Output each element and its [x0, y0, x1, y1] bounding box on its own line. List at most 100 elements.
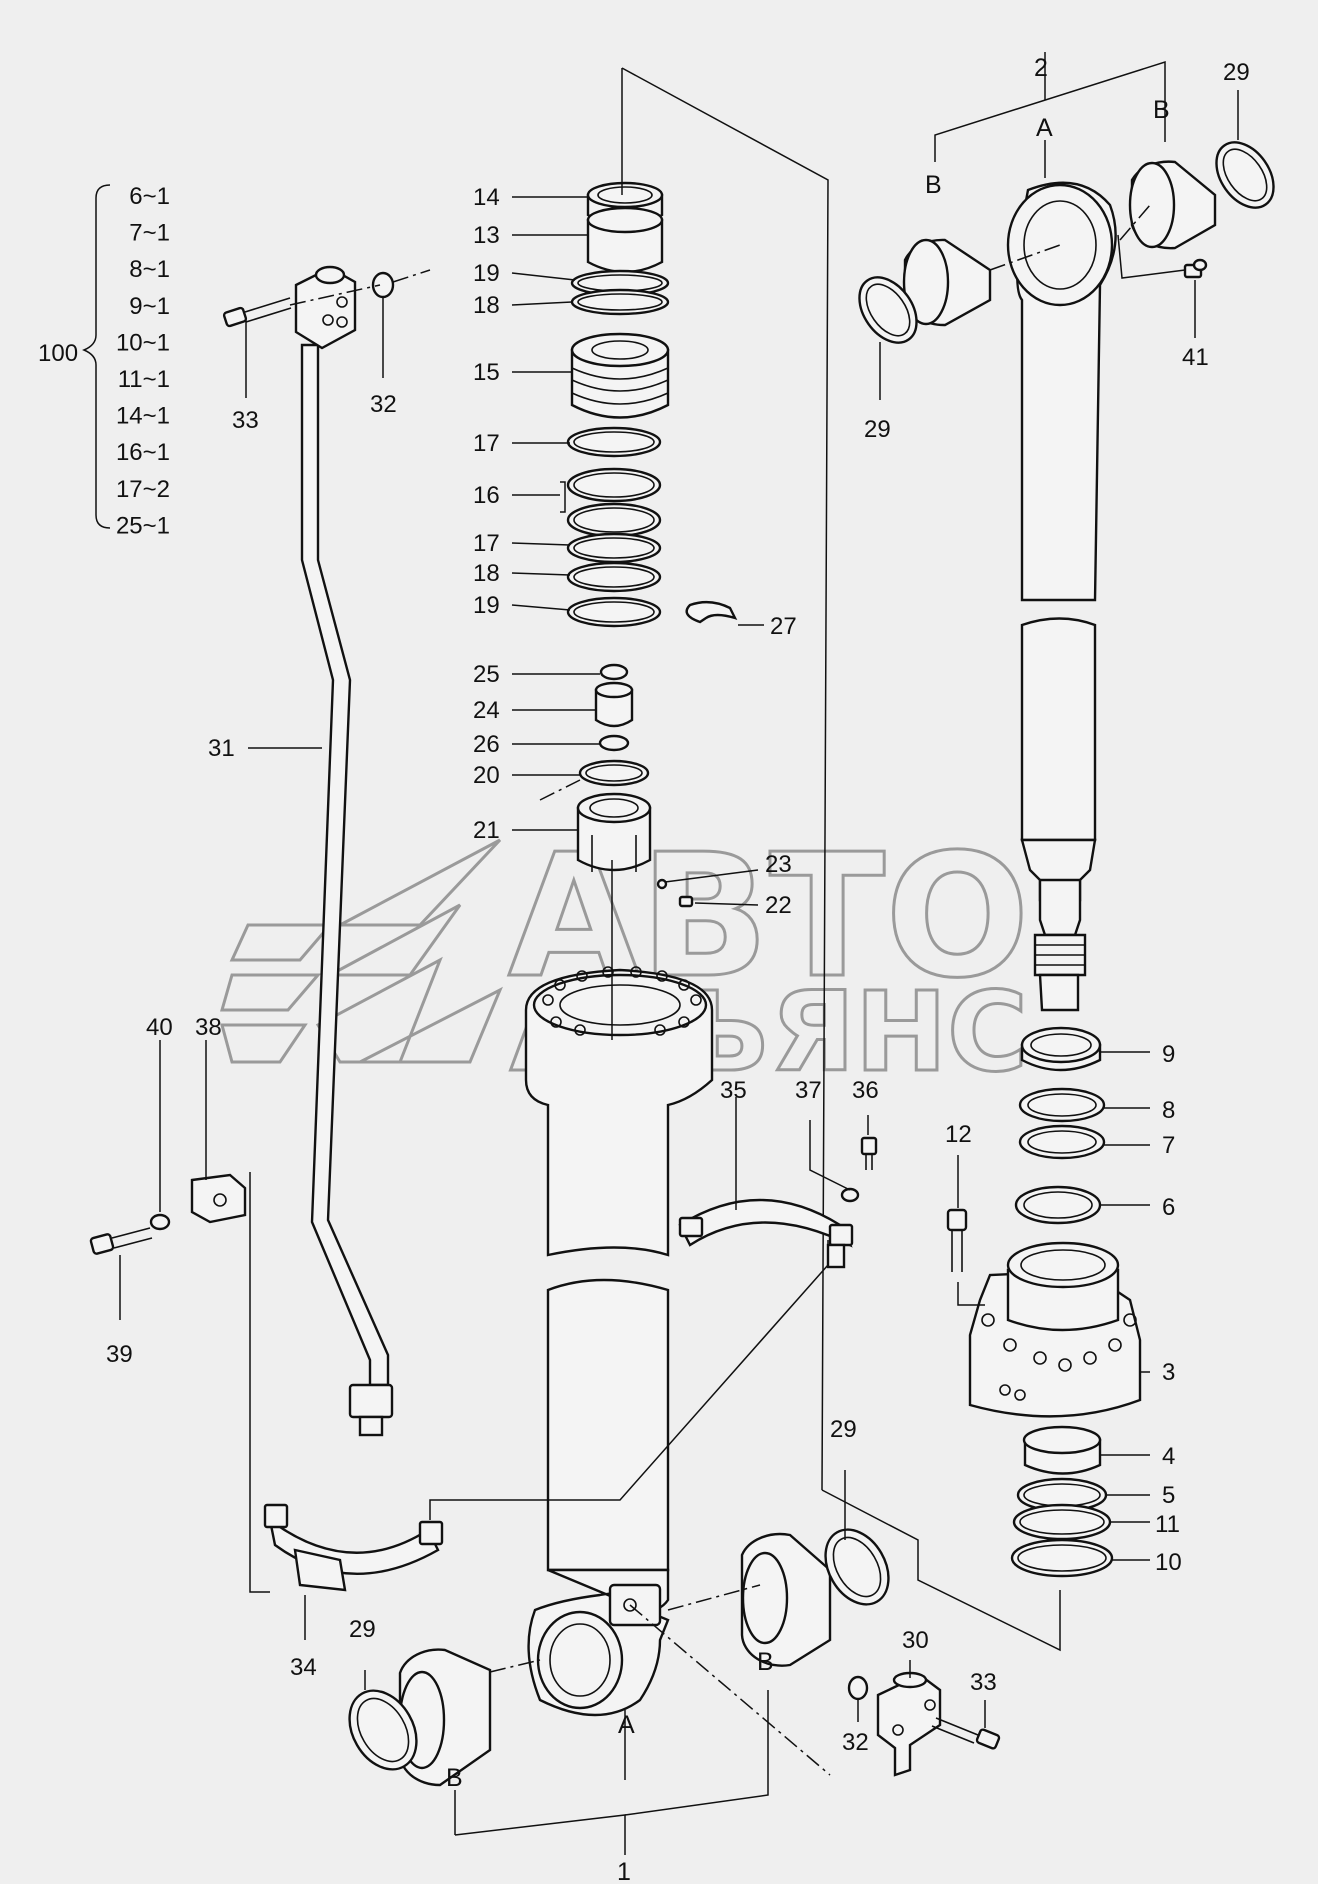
ref-a-bottom: A: [618, 1711, 635, 1739]
ring-19-bottom: [566, 596, 662, 628]
bolt-39: [89, 1227, 153, 1255]
cylinder-tube: [524, 966, 714, 1717]
leader-lines: [119, 90, 1239, 1728]
callout-19-bottom: 19: [473, 592, 500, 619]
kit-brace: [82, 184, 111, 529]
ref-bracket-bottom: [454, 1690, 769, 1855]
lock-ring-27: [685, 600, 738, 624]
ref-b-bottom-right: B: [757, 1648, 774, 1676]
callout-7: 7: [1162, 1132, 1175, 1159]
callout-3: 3: [1162, 1359, 1175, 1386]
ring-19-top: [570, 269, 670, 297]
ref-a-top: A: [1036, 114, 1053, 142]
ball-23: [656, 878, 668, 890]
callout-41: 41: [1182, 344, 1209, 371]
callout-20: 20: [473, 762, 500, 789]
ring-20: [578, 759, 650, 787]
kit-item: 8~1: [129, 256, 170, 283]
callout-9: 9: [1162, 1041, 1175, 1068]
callout-33-bottom: 33: [970, 1669, 997, 1696]
ref-b-bottom-left: B: [446, 1764, 463, 1792]
bushing-top-left: [902, 238, 992, 327]
bolt-33-bottom: [931, 1717, 1001, 1750]
callout-17-top: 17: [473, 430, 500, 457]
callout-30: 30: [902, 1627, 929, 1654]
callout-29-bottom-left: 29: [349, 1616, 376, 1643]
ring-10: [1010, 1538, 1114, 1578]
grease-fitting-41: [1183, 258, 1208, 279]
bushing-4: [1022, 1425, 1102, 1475]
ref-bracket-top: [934, 52, 1166, 178]
o-ring-25: [599, 663, 629, 681]
callout-22: 22: [765, 892, 792, 919]
callout-1: 1: [617, 1858, 631, 1884]
callout-25: 25: [473, 661, 500, 688]
bushing-bottom-left: [398, 1648, 492, 1787]
seal-ring-top-left: [858, 276, 918, 344]
callout-29-top-left: 29: [864, 416, 891, 443]
callout-32-bottom: 32: [842, 1729, 869, 1756]
kit-items: 6~17~18~19~110~111~114~116~117~225~1: [116, 183, 170, 539]
bolt-12: [946, 1208, 968, 1272]
ring-11: [1012, 1503, 1112, 1541]
hydraulic-pipe: [300, 343, 394, 1437]
callout-labels: 14 13 19 18 15 17 16 17 18 19 27 25 24 2…: [106, 54, 1250, 1884]
collar-24: [594, 681, 634, 728]
callout-29-top-right: 29: [1223, 59, 1250, 86]
ref-b-top-right: B: [1153, 96, 1170, 124]
watermark-logo-icon: [220, 838, 503, 1064]
kit-item: 16~1: [116, 439, 170, 466]
callout-27: 27: [770, 613, 797, 640]
bolt-36: [860, 1136, 878, 1170]
setscrew-22: [678, 895, 694, 908]
band-34: [263, 1503, 444, 1592]
o-ring-32-bottom: [847, 1675, 869, 1701]
kit-item: 7~1: [129, 220, 170, 247]
ring-18-top: [570, 288, 670, 316]
ring-18-bottom: [566, 561, 662, 593]
bracket-38: [190, 1173, 247, 1224]
rod-cover-3: [968, 1241, 1142, 1418]
washer-40: [149, 1213, 171, 1231]
kit-item: 6~1: [129, 183, 170, 210]
callout-29-bottom-right: 29: [830, 1416, 857, 1443]
ring-7: [1018, 1124, 1106, 1160]
pipe-flange-top: [294, 265, 357, 350]
repair-kit-list: 100 6~17~18~19~110~111~114~116~117~225~1: [38, 183, 170, 539]
callout-40: 40: [146, 1014, 173, 1041]
callout-16: 16: [473, 482, 500, 509]
callout-26: 26: [473, 731, 500, 758]
piston-rod: [1006, 181, 1117, 1012]
seal-ring-bottom-left: [348, 1689, 418, 1771]
callout-36: 36: [852, 1077, 879, 1104]
o-ring-32-top: [371, 271, 395, 299]
ring-16a: [566, 467, 662, 503]
callout-19-top: 19: [473, 260, 500, 287]
callout-17-bottom: 17: [473, 530, 500, 557]
seal-ring-bottom-right: [824, 1528, 890, 1606]
callout-21: 21: [473, 817, 500, 844]
piston-15: [570, 332, 670, 419]
ring-6: [1014, 1185, 1102, 1225]
callout-14: 14: [473, 184, 500, 211]
callout-38: 38: [195, 1014, 222, 1041]
callout-10: 10: [1155, 1549, 1182, 1576]
callout-37: 37: [795, 1077, 822, 1104]
kit-item: 10~1: [116, 329, 170, 356]
callout-18-bottom: 18: [473, 560, 500, 587]
assembly-boundary: [249, 67, 1061, 1652]
bushing-bottom-right: [740, 1532, 832, 1667]
callout-31: 31: [208, 735, 235, 762]
callout-32-top: 32: [370, 391, 397, 418]
kit-item: 9~1: [129, 293, 170, 320]
callout-18-top: 18: [473, 292, 500, 319]
bolt-33-top: [222, 297, 292, 328]
flange-30: [876, 1671, 942, 1777]
reference-letters: A B B A B B: [446, 96, 1170, 1792]
callout-33-top: 33: [232, 407, 259, 434]
band-35: [678, 1198, 854, 1269]
bushing-13: [586, 206, 664, 274]
callout-11: 11: [1155, 1511, 1180, 1538]
